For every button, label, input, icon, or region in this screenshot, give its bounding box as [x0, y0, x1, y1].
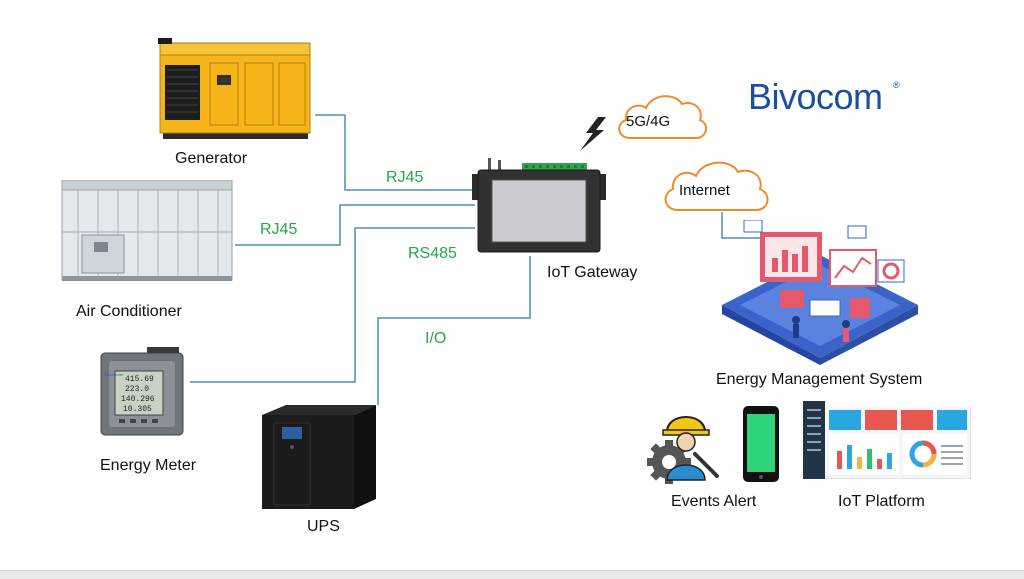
- bottom-bar: [0, 570, 1024, 579]
- ups-link-label: I/O: [425, 330, 447, 347]
- events-alert-label: Events Alert: [671, 493, 757, 510]
- wire-generator: [315, 114, 475, 191]
- wire-air-conditioner: [235, 204, 475, 246]
- ac-link-label: RJ45: [260, 221, 298, 238]
- internet-cloud-icon: [664, 161, 769, 211]
- meter-reading-1: 415.69: [125, 375, 154, 384]
- energy-meter-label: Energy Meter: [100, 457, 197, 474]
- iot-platform-icon: [803, 401, 971, 479]
- energy-management-system-icon: [722, 220, 918, 365]
- meter-reading-3: 140.296: [121, 395, 155, 404]
- brand-registered-mark: ®: [893, 80, 900, 90]
- cellular-cloud-icon: [618, 95, 708, 139]
- ems-label: Energy Management System: [716, 371, 923, 388]
- brand-logo: Bivocom: [748, 76, 883, 117]
- wire-energy-meter: [190, 227, 475, 383]
- gateway-icon: [472, 158, 606, 253]
- wire-internet: [721, 212, 760, 239]
- ups-icon: [262, 405, 376, 509]
- meter-reading-4: 10.305: [123, 405, 152, 414]
- generator-label: Generator: [175, 150, 248, 167]
- events-alert-icon: [647, 406, 779, 484]
- energy-meter-icon: Schneider 415.69 223.0 140.296 10.305: [100, 347, 184, 436]
- lightning-icon: [580, 117, 606, 151]
- internet-label: Internet: [679, 182, 730, 199]
- air-conditioner-icon: [61, 180, 233, 281]
- ups-label: UPS: [307, 518, 340, 535]
- svg-text:Schneider: Schneider: [105, 372, 124, 377]
- iot-platform-label: IoT Platform: [838, 493, 925, 510]
- cellular-label: 5G/4G: [626, 113, 671, 130]
- meter-reading-2: 223.0: [125, 385, 149, 394]
- gateway-label: IoT Gateway: [547, 264, 638, 281]
- generator-icon: [158, 38, 311, 139]
- wire-ups: [377, 256, 531, 405]
- meter-link-label: RS485: [408, 245, 457, 262]
- generator-link-label: RJ45: [386, 169, 424, 186]
- air-conditioner-label: Air Conditioner: [76, 303, 182, 320]
